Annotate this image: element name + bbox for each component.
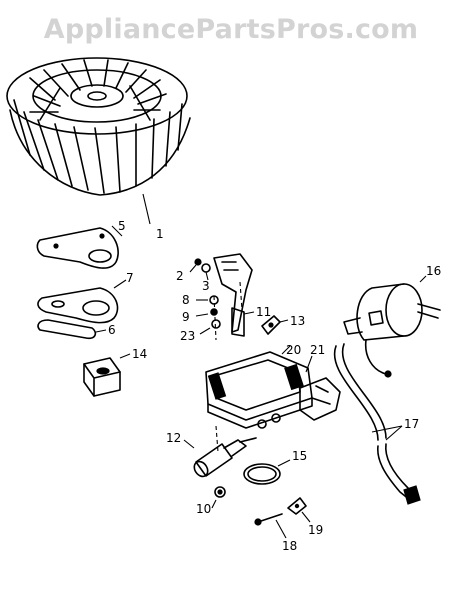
hardware-stack-part (195, 295, 221, 341)
wire-ring-part (37, 319, 107, 340)
stator-assembly-part (205, 345, 341, 429)
magnet-part (83, 353, 131, 397)
callout-3: 3 (202, 279, 210, 293)
callout-11: 11 (256, 305, 271, 319)
callout-21: 21 (310, 343, 325, 357)
callout-7: 7 (126, 271, 134, 285)
callout-12: 12 (166, 431, 181, 445)
callout-5: 5 (118, 219, 126, 233)
callout-23: 23 (180, 329, 195, 343)
flywheel-part (6, 57, 191, 225)
gasket-plate-part (36, 225, 123, 269)
adjusting-post-part (231, 281, 255, 337)
o-ring-part (243, 459, 291, 485)
callout-18: 18 (282, 539, 297, 553)
lead-wire-part (333, 343, 421, 505)
callout-10: 10 (196, 502, 211, 516)
callout-17: 17 (404, 417, 419, 431)
watermark: AppliancePartsPros.com (43, 14, 419, 45)
screw-bracket-part (189, 253, 253, 333)
condenser-part (183, 425, 257, 478)
callout-2: 2 (176, 269, 184, 283)
callout-8: 8 (182, 293, 190, 307)
callout-14: 14 (132, 347, 147, 361)
clip-small-part (287, 497, 311, 523)
callout-9: 9 (182, 310, 190, 324)
clip-part (261, 315, 289, 335)
callout-6: 6 (108, 323, 116, 337)
callout-labels: 1 2 3 5 6 7 8 9 10 11 12 13 14 15 16 17 … (108, 219, 441, 553)
gasket-part (37, 279, 127, 324)
nut-part (211, 486, 226, 509)
callout-19: 19 (308, 523, 323, 537)
screw-part (254, 513, 287, 539)
callout-16: 16 (426, 264, 441, 278)
callout-15: 15 (292, 449, 307, 463)
callout-13: 13 (290, 314, 305, 328)
callout-1: 1 (156, 227, 164, 241)
ignition-coil-part (343, 275, 441, 378)
callout-20: 20 (286, 343, 301, 357)
